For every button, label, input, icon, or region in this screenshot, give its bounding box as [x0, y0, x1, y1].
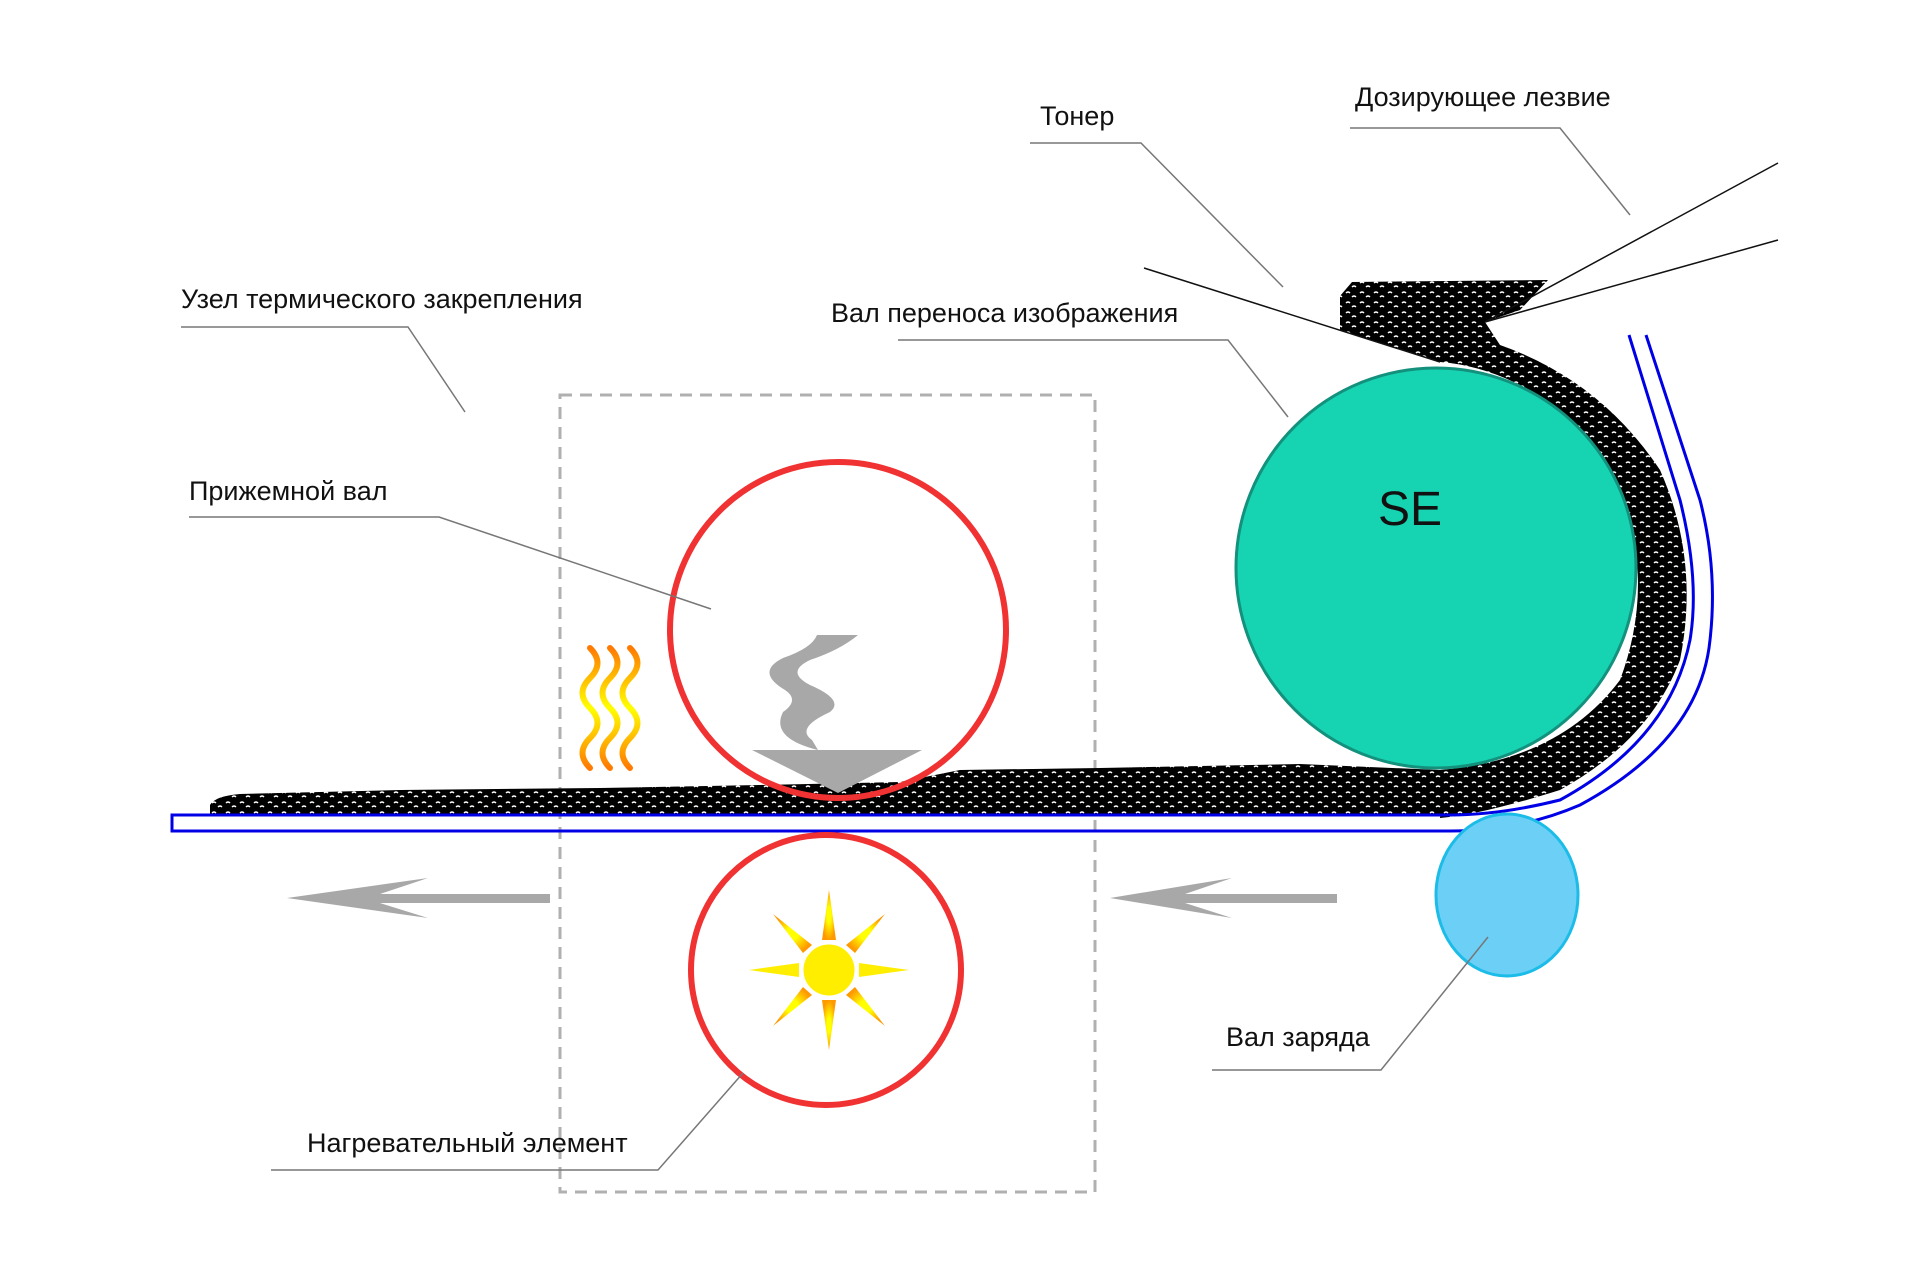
pressure-roller [667, 459, 1009, 801]
blade-line-bottom [1484, 239, 1779, 323]
toner-pile [1340, 280, 1687, 818]
leader-charge-roller [1212, 936, 1489, 1071]
label-transfer-roller: Вал переноса изображения [831, 298, 1179, 328]
leader-heating-element [271, 1072, 744, 1171]
left-arrow-icon [1110, 878, 1337, 918]
paper-sheet [170, 334, 1714, 833]
label-pressure-roller: Прижемной вал [189, 476, 388, 506]
label-doctor-blade: Дозирующее лезвие [1355, 82, 1611, 112]
leader-pressure-roller [189, 516, 712, 610]
charge-roller [1434, 812, 1580, 978]
leader-toner [1030, 142, 1284, 288]
label-fuser-unit: Узел термического закрепления [181, 284, 583, 314]
label-heating-element: Нагревательный элемент [307, 1128, 628, 1158]
squiggle-arrow-icon [752, 635, 922, 793]
blade-line-top [1484, 162, 1779, 323]
leader-doctor-blade [1350, 127, 1631, 216]
label-charge-roller: Вал заряда [1226, 1022, 1370, 1052]
sun-icon [749, 890, 909, 1050]
blade-line-lower [1143, 267, 1441, 363]
heat-waves-icon [579, 645, 641, 771]
image-transfer-roller [1234, 366, 1638, 770]
leader-transfer-roller [898, 339, 1289, 418]
label-toner: Тонер [1040, 101, 1115, 131]
left-arrow-icon [287, 878, 550, 918]
leader-fuser-unit [181, 326, 466, 413]
drum-label: SE [1378, 483, 1442, 536]
heating-roller [688, 832, 964, 1108]
